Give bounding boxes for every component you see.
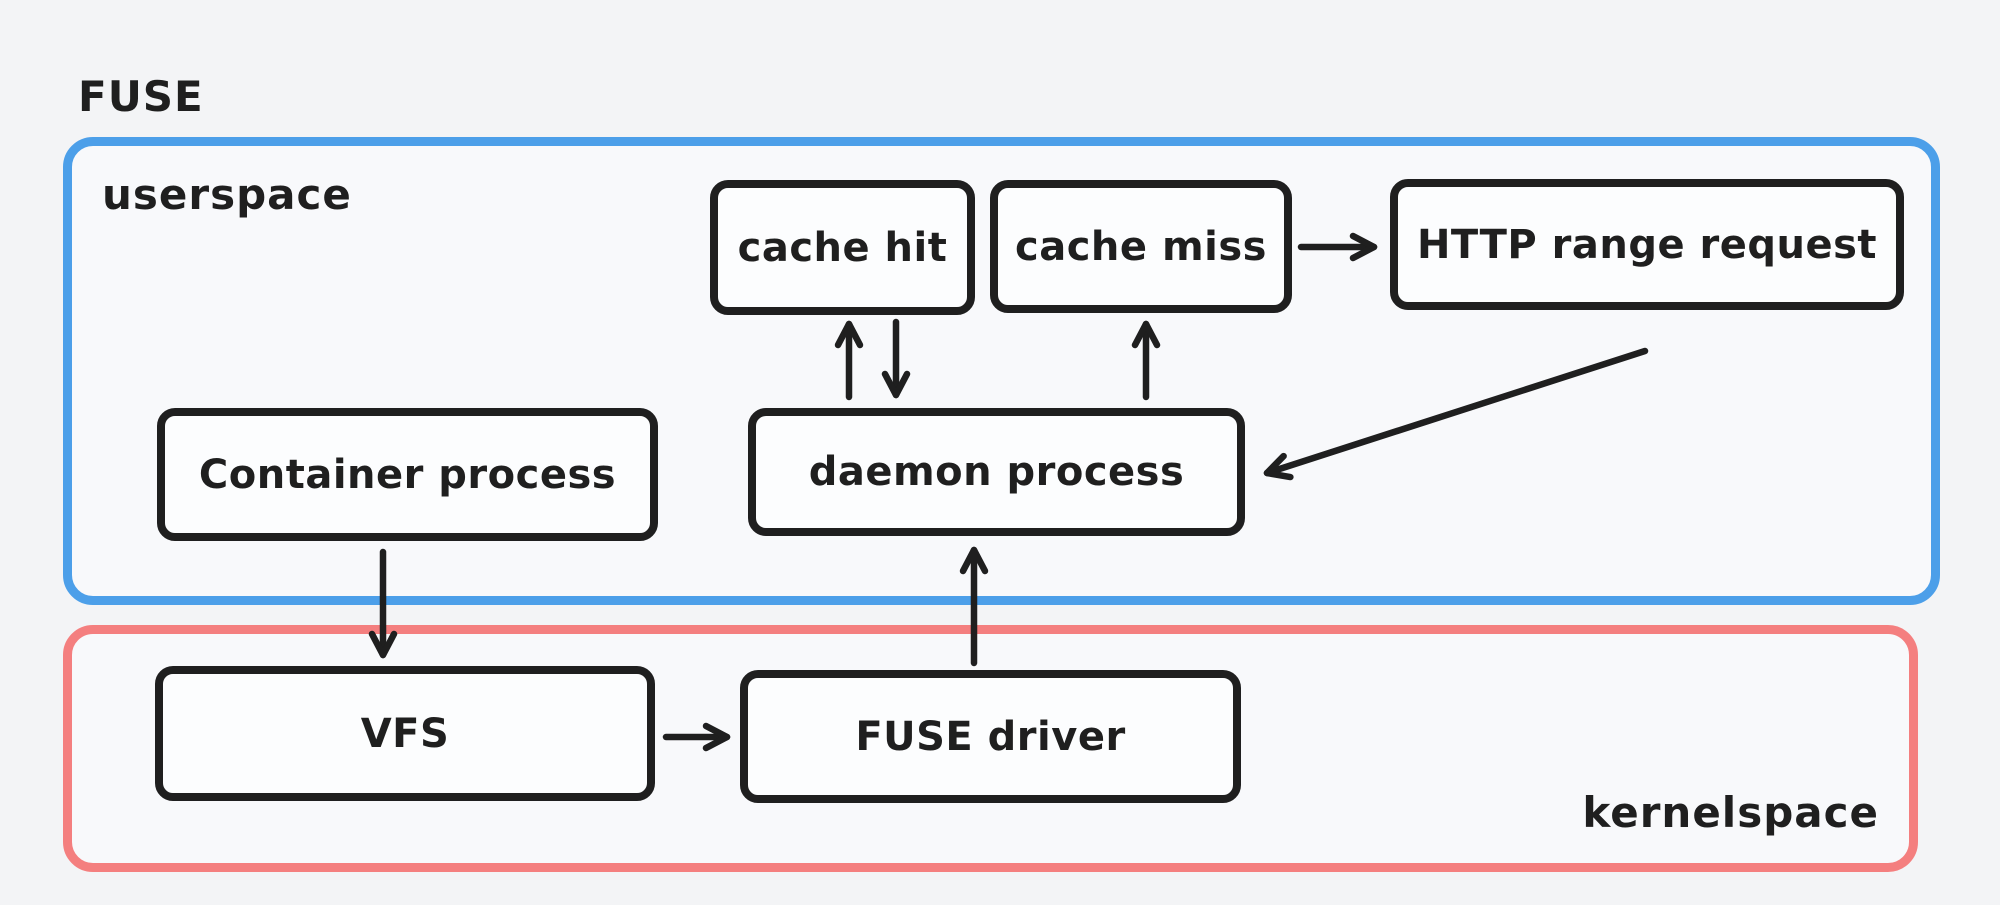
node-cache-miss: cache miss bbox=[990, 180, 1292, 313]
node-daemon-process-label: daemon process bbox=[808, 449, 1185, 495]
node-http-range-request: HTTP range request bbox=[1390, 179, 1904, 310]
node-cache-hit: cache hit bbox=[710, 180, 975, 315]
node-cache-miss-label: cache miss bbox=[1015, 223, 1267, 270]
diagram-title: FUSE bbox=[78, 72, 204, 121]
node-container-process: Container process bbox=[157, 408, 658, 541]
node-vfs-label: VFS bbox=[360, 710, 450, 757]
node-daemon-process: daemon process bbox=[748, 408, 1245, 536]
region-userspace-label: userspace bbox=[102, 170, 352, 219]
region-kernelspace-label: kernelspace bbox=[1582, 788, 1879, 837]
node-container-process-label: Container process bbox=[198, 451, 617, 498]
node-cache-hit-label: cache hit bbox=[737, 224, 948, 271]
node-fuse-driver: FUSE driver bbox=[740, 670, 1241, 803]
node-vfs: VFS bbox=[155, 666, 655, 801]
node-http-range-request-label: HTTP range request bbox=[1416, 221, 1878, 268]
node-fuse-driver-label: FUSE driver bbox=[855, 713, 1126, 760]
